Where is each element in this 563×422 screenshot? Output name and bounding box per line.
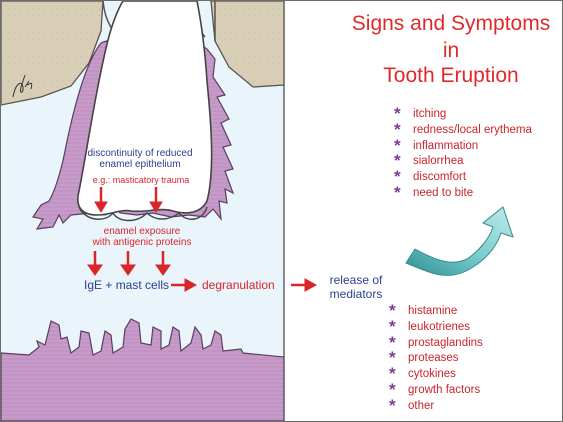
release-line1: release of [329,273,383,287]
list-item: * other [388,395,483,415]
mediator-label: other [408,399,435,412]
mediator-label: leukotrienes [408,320,471,333]
star-icon: * [389,316,396,336]
list-item: * sialorrhea [393,151,532,171]
exposure-line1: enamel exposure [103,226,181,237]
star-icon: * [389,395,396,415]
release-line2: mediators [329,287,383,301]
title-line3: Tooth Eruption [383,64,519,87]
discontinuity-line1: discontinuity of reduced [87,148,193,159]
mediator-label: proteases [408,352,459,365]
star-icon: * [389,348,396,368]
symptom-label: redness/local erythema [413,123,532,136]
symptom-label: inflammation [413,139,479,152]
symptom-label: itching [413,108,447,120]
list-item: * redness/local erythema [393,119,532,139]
star-icon: * [394,119,401,139]
star-icon: * [389,364,396,384]
mediator-label: prostaglandins [408,336,483,349]
symptoms-list: * itching * redness/local erythema * inflam… [393,104,532,202]
list-item: * histamine [388,301,483,320]
title-line2: in [442,39,460,62]
list-item: * inflammation [393,135,532,155]
list-item: * leukotrienes [388,316,483,336]
exposure-label: enamel exposure with antigenic proteins [87,226,197,248]
list-item: * growth factors [388,379,483,399]
mediator-label: histamine [408,305,458,317]
symptom-label: discomfort [413,171,467,184]
star-icon: * [389,332,396,352]
list-item: * itching [393,104,532,123]
star-icon: * [394,151,401,171]
star-icon: * [394,104,401,123]
bone-left [1,1,104,106]
curved-arrow [405,206,514,276]
exposure-arrows [87,251,171,276]
flow-arrows [171,278,318,292]
star-icon: * [389,301,396,320]
star-icon: * [394,135,401,155]
release-label: release of mediators [321,273,391,301]
star-icon: * [394,167,401,187]
mediator-label: growth factors [408,383,481,396]
star-icon: * [389,379,396,399]
star-icon: * [394,182,401,202]
list-item: * cytokines [388,364,483,384]
trauma-arrows [94,187,163,213]
exposure-line2: with antigenic proteins [92,237,192,248]
alveolar-crest [1,318,285,421]
list-item: * proteases [388,348,483,368]
tooth-crown [77,1,213,216]
title-line1: Signs and Symptoms [351,12,551,35]
mediators-list: * histamine * leukotrienes * prostaglandins… [388,301,483,415]
list-item: * prostaglandins [388,332,483,352]
mediator-label: cytokines [408,368,456,381]
discontinuity-label: discontinuity of reduced enamel epitheli… [65,148,215,170]
signature [12,74,33,98]
symptom-label: need to bite [413,186,474,199]
degranulation-label: degranulation [202,278,275,292]
ige-label: IgE + mast cells [84,278,170,292]
symptom-label: sialorrhea [413,155,464,168]
list-item: * discomfort [393,167,532,187]
list-item: * need to bite [393,182,532,202]
discontinuity-line2: enamel epithelium [99,159,181,170]
trauma-label: e.g.: masticatory trauma [92,175,190,185]
